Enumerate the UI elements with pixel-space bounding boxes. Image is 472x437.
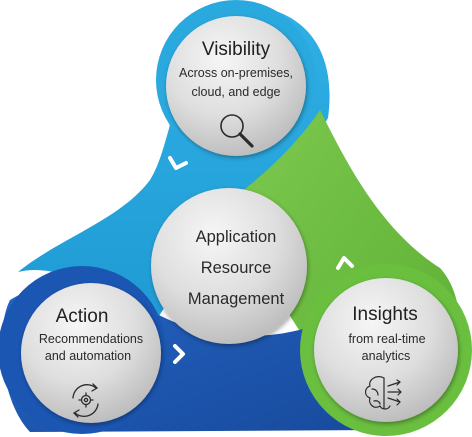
center-line2: Resource (201, 259, 272, 277)
magnifier-icon (220, 114, 254, 148)
action-title: Action (56, 306, 109, 327)
insights-circle (314, 278, 458, 422)
center-line1: Application (196, 228, 277, 246)
chevron-icon (173, 344, 185, 364)
action-subtitle-line2: and automation (45, 349, 131, 363)
action-circle (21, 283, 161, 423)
insights-subtitle-line2: analytics (362, 349, 411, 363)
visibility-subtitle-line1: Across on-premises, (179, 66, 293, 80)
insights-subtitle-line1: from real-time (348, 332, 425, 346)
visibility-circle (166, 16, 306, 156)
center-line3: Management (188, 290, 285, 308)
visibility-subtitle-line2: cloud, and edge (192, 85, 281, 99)
center-circle (151, 188, 307, 344)
chevron-icon (336, 256, 354, 270)
insights-title: Insights (352, 304, 417, 325)
chevron-icon (168, 156, 188, 170)
brain-arrows-icon (364, 376, 402, 410)
visibility-title: Visibility (202, 39, 271, 60)
gear-cycle-icon (72, 383, 99, 418)
action-subtitle-line1: Recommendations (39, 332, 143, 346)
